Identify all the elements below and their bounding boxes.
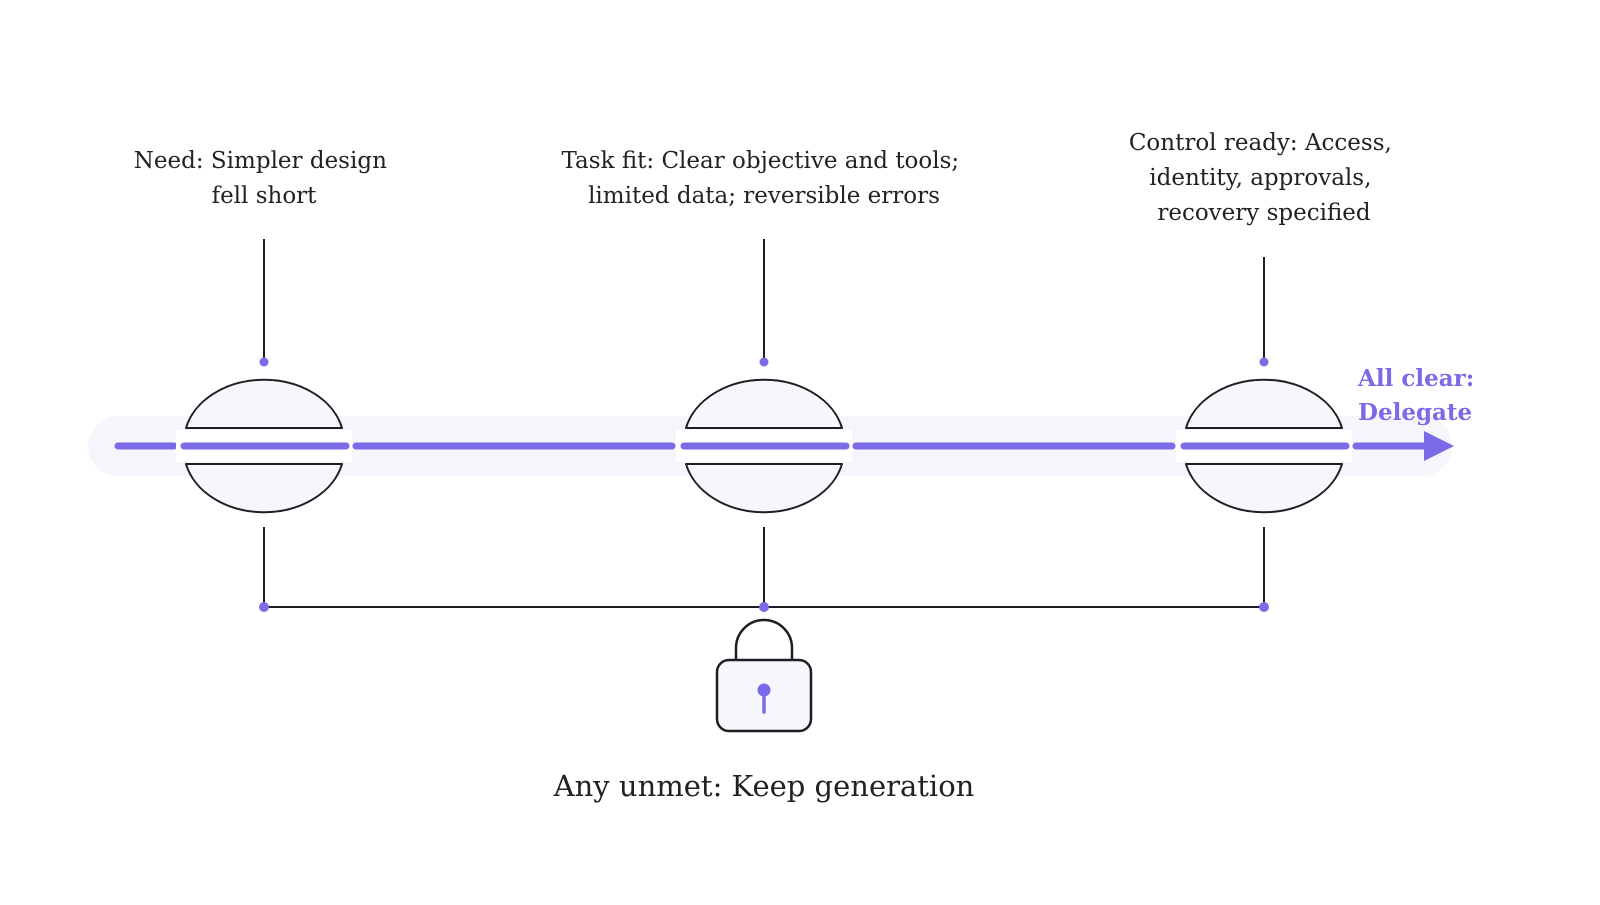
gate-control-ready-valve-top — [1185, 378, 1343, 429]
fail-bus-node-3 — [1259, 602, 1269, 612]
fail-bus-node-2 — [759, 602, 769, 612]
lock-keyhole — [757, 683, 771, 697]
gate-need-valve-top — [185, 378, 343, 429]
gate-task-fit: Task fit: Clear objective and tools; lim… — [562, 148, 967, 607]
gate-need-valve-bottom — [185, 463, 343, 514]
gate-task-fit-valve-bottom — [685, 463, 843, 514]
fail-bus-node-1 — [259, 602, 269, 612]
lock-shackle — [734, 618, 794, 660]
gate-task-fit-label: Task fit: Clear objective and tools; lim… — [562, 148, 967, 209]
fail-bus — [259, 602, 1269, 612]
gate-task-fit-valve-top — [685, 378, 843, 429]
flow-arrowhead — [1424, 431, 1454, 461]
gate-need-label: Need: Simpler design fell short — [134, 148, 394, 209]
lock-icon — [715, 618, 813, 733]
gate-need-node — [259, 357, 269, 367]
gate-control-ready-label: Control ready: Access, identity, approva… — [1129, 130, 1399, 226]
outcome-fail-label: Any unmet: Keep generation — [553, 769, 975, 803]
gate-control-ready-valve-bottom — [1185, 463, 1343, 514]
gate-need: Need: Simpler design fell short — [134, 148, 394, 607]
outcome-pass-label: All clear: Delegate — [1357, 365, 1482, 426]
gate-task-fit-node — [759, 357, 769, 367]
gate-control-ready-node — [1259, 357, 1269, 367]
gate-control-ready: Control ready: Access, identity, approva… — [1129, 130, 1399, 607]
